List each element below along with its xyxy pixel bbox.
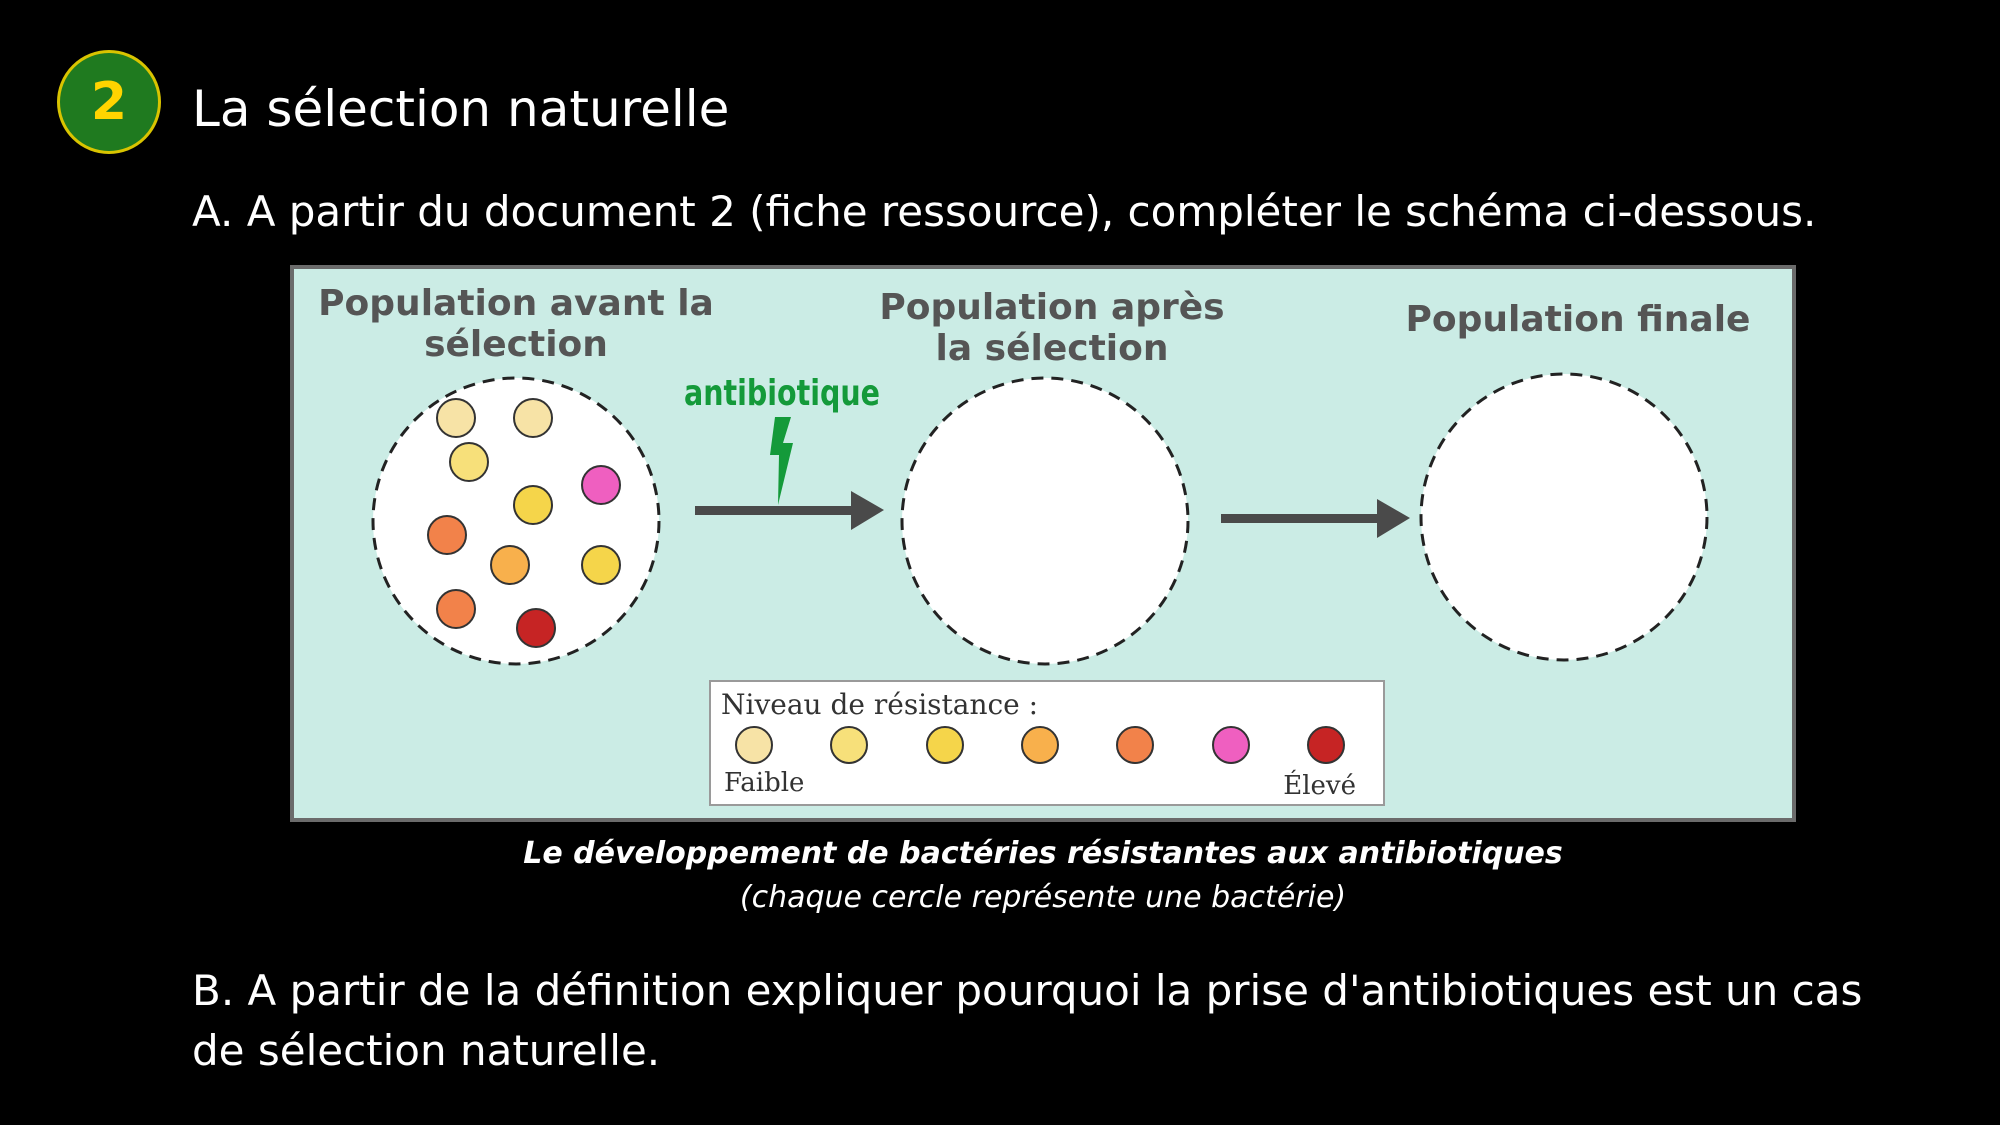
legend-level-6	[1212, 726, 1250, 764]
figure-caption-note: (chaque cercle représente une bactérie)	[739, 880, 1347, 915]
legend-level-1	[735, 726, 773, 764]
legend-low-label: Faible	[724, 768, 804, 798]
resistance-legend: Niveau de résistance : Faible Élevé	[709, 680, 1385, 806]
bacterium	[436, 589, 476, 629]
bacterium	[516, 608, 556, 648]
legend-level-5	[1116, 726, 1154, 764]
bacterium	[581, 465, 621, 505]
bacterium	[581, 545, 621, 585]
legend-level-4	[1021, 726, 1059, 764]
bacterium	[513, 485, 553, 525]
question-b: B. A partir de la définition expliquer p…	[192, 966, 1863, 1075]
bacterium	[427, 515, 467, 555]
legend-level-7	[1307, 726, 1345, 764]
label-after-line2: la sélection	[935, 328, 1168, 369]
population-final-circle	[1419, 372, 1709, 662]
bacterium	[513, 398, 553, 438]
legend-level-2	[830, 726, 868, 764]
legend-level-3	[926, 726, 964, 764]
diagram-canvas: Population avant la sélection Population…	[318, 283, 1751, 806]
population-before-circle	[371, 376, 661, 666]
natural-selection-diagram: Population avant la sélection Population…	[290, 265, 1796, 822]
lightning-icon	[770, 417, 793, 505]
section-number: 2	[90, 72, 128, 132]
arrow-2	[1221, 499, 1410, 538]
slide-title: La sélection naturelle	[192, 80, 730, 138]
label-before-line1: Population avant la	[318, 283, 714, 324]
label-before-line2: sélection	[424, 324, 608, 365]
legend-high-label: Élevé	[1283, 769, 1356, 801]
legend-title: Niveau de résistance :	[721, 688, 1038, 721]
bacterium	[436, 398, 476, 438]
label-final: Population finale	[1406, 299, 1751, 340]
section-number-badge: 2	[57, 50, 161, 154]
label-after-line1: Population après	[879, 287, 1224, 328]
population-after-circle	[900, 376, 1190, 666]
bacterium	[449, 442, 489, 482]
figure-caption-title: Le développement de bactéries résistante…	[523, 836, 1563, 871]
question-a: A. A partir du document 2 (fiche ressour…	[192, 187, 1817, 236]
antibiotic-label: antibiotique	[684, 373, 880, 414]
arrow-1	[695, 491, 884, 530]
bacterium	[490, 545, 530, 585]
